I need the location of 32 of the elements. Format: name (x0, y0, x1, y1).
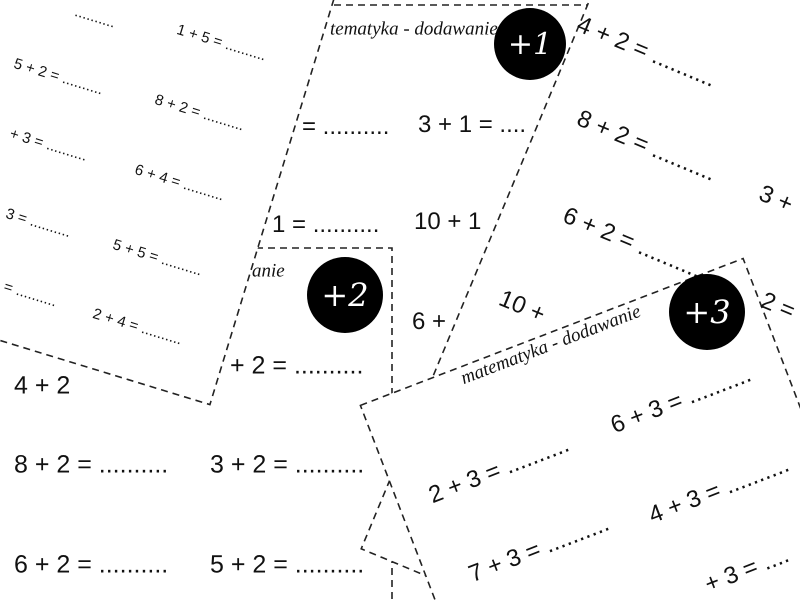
addition-exercise: 4 + 2 = .......... (572, 12, 720, 94)
addition-exercise: 1 = .......... (272, 212, 380, 238)
addition-exercise: 6 + (412, 308, 446, 336)
addition-exercise: 8 + 2 = .......... (152, 92, 246, 135)
addition-exercise: 5 + 2 = .......... (210, 551, 364, 579)
addition-exercise: 10 + (494, 286, 549, 328)
addition-exercise: 7 + 3 = .......... (465, 510, 613, 588)
addition-exercise: .......... (72, 4, 118, 32)
addition-exercise: 3 = .......... (4, 206, 73, 242)
addition-exercise: = .......... (2, 279, 59, 311)
addition-exercise: 2 + 3 = .......... (425, 432, 573, 510)
addition-exercise: 1 + 5 = .......... (174, 22, 268, 65)
addition-exercise: 5 + 5 = .......... (110, 237, 204, 280)
addition-exercise: 8 + 2 = .......... (14, 451, 168, 479)
addition-exercise: 8 + 2 = .......... (572, 106, 720, 188)
addition-exercise: 4 + 3 = .......... (645, 452, 793, 530)
addition-exercise: 6 + 2 = .......... (14, 551, 168, 579)
addition-exercise: 6 + 3 = .......... (607, 362, 755, 440)
worksheet-heading: anie (252, 262, 285, 282)
addition-exercise: 3 + 2 = .......... (210, 451, 364, 479)
addition-exercise: 3 + 1 = .... (418, 112, 526, 138)
addition-exercise: + 3 = .......... (8, 126, 89, 166)
addition-exercise: 10 + 1 (414, 208, 482, 236)
addition-exercise: + 3 = .... (701, 542, 793, 598)
addition-exercise: 2 = (756, 288, 798, 326)
addition-exercise: 3 + (754, 180, 796, 218)
addition-exercise: 2 + 4 = .......... (90, 306, 184, 349)
addition-exercise: 4 + 2 (14, 372, 70, 400)
addition-exercise: + 2 = .......... (230, 352, 364, 380)
addition-exercise: 5 + 2 = .......... (12, 56, 105, 99)
addition-exercise: 6 + 4 = .......... (132, 162, 226, 205)
addition-exercise: = .......... (302, 114, 390, 140)
